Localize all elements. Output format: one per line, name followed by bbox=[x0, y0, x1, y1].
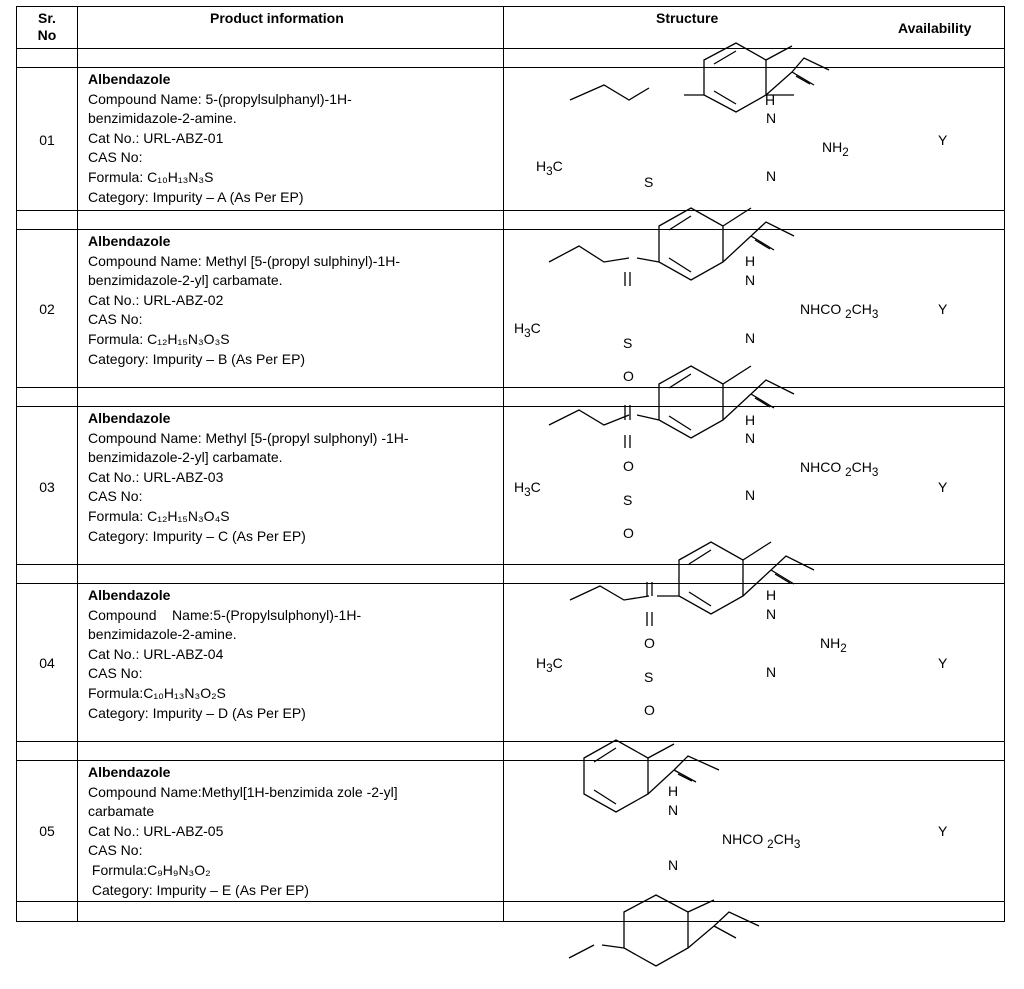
availability-value: Y bbox=[938, 301, 948, 317]
formula: Formula:C₁₀H₁₃N₃O₂S bbox=[88, 684, 226, 701]
structure-drawing bbox=[569, 541, 815, 626]
compound-name-cont: benzimidazole-2-yl] carbamate. bbox=[88, 449, 283, 466]
struct-n2: N bbox=[668, 857, 679, 873]
structure-drawing bbox=[568, 739, 760, 967]
struct-s: S bbox=[623, 335, 633, 351]
product-info: Albendazole Compound Name: 5-(propylsulp… bbox=[88, 70, 498, 207]
struct-group: NHCO 2CH3 bbox=[800, 459, 879, 479]
cas-no: CAS No: bbox=[88, 488, 143, 505]
formula: Formula: C₁₂H₁₅N₃O₃S bbox=[88, 330, 230, 347]
struct-h: H bbox=[766, 587, 777, 603]
category: Category: Impurity – A (As Per EP) bbox=[88, 188, 304, 205]
product-name: Albendazole bbox=[88, 764, 171, 780]
cat-no: Cat No.: URL-ABZ-03 bbox=[88, 468, 224, 485]
struct-h: H bbox=[745, 253, 756, 269]
struct-h: H bbox=[765, 92, 776, 108]
header-sr-no: Sr. No bbox=[37, 10, 57, 43]
compound-name: Compound Name:5-(Propylsulphonyl)-1H- bbox=[88, 606, 362, 623]
row-sr-no: 01 bbox=[39, 132, 55, 148]
struct-group: NH2 bbox=[820, 635, 847, 655]
struct-o1: O bbox=[623, 458, 634, 474]
cat-no: Cat No.: URL-ABZ-01 bbox=[88, 129, 224, 146]
product-name: Albendazole bbox=[88, 587, 171, 603]
struct-h: H bbox=[668, 783, 679, 799]
cas-no: CAS No: bbox=[88, 311, 143, 328]
row-sr-no: 02 bbox=[39, 301, 55, 317]
compound-name: Compound Name: Methyl [5-(propyl sulphon… bbox=[88, 429, 409, 446]
cas-no: CAS No: bbox=[88, 149, 143, 166]
struct-n2: N bbox=[745, 487, 756, 503]
cat-no: Cat No.: URL-ABZ-02 bbox=[88, 291, 224, 308]
structure-drawing bbox=[569, 42, 830, 113]
compound-name: Compound Name: 5-(propylsulphanyl)-1H- bbox=[88, 90, 352, 107]
header-product-information: Product information bbox=[210, 10, 344, 26]
structure-drawing bbox=[548, 365, 795, 448]
struct-o: O bbox=[623, 368, 634, 384]
formula: Formula:C₉H₉N₃O₂ bbox=[88, 861, 211, 878]
category: Category: Impurity – E (As Per EP) bbox=[88, 881, 309, 898]
struct-n1: N bbox=[766, 110, 777, 126]
struct-n1: N bbox=[745, 430, 756, 446]
compound-name: Compound Name:Methyl[1H-benzimida zole -… bbox=[88, 783, 398, 800]
availability-value: Y bbox=[938, 132, 948, 148]
structure-drawing bbox=[548, 207, 795, 286]
row-sr-no: 05 bbox=[39, 823, 55, 839]
struct-o2: O bbox=[644, 702, 655, 718]
cas-no: CAS No: bbox=[88, 665, 143, 682]
struct-group: NH2 bbox=[822, 139, 849, 159]
availability-value: Y bbox=[938, 479, 948, 495]
row-sr-no: 03 bbox=[39, 479, 55, 495]
row-sr-no: 04 bbox=[39, 655, 55, 671]
struct-h3c: H3C bbox=[536, 158, 563, 178]
category: Category: Impurity – C (As Per EP) bbox=[88, 527, 306, 544]
struct-h3c: H3C bbox=[536, 655, 563, 675]
availability-value: Y bbox=[938, 655, 948, 671]
header-availability: Availability bbox=[898, 20, 972, 36]
struct-n1: N bbox=[745, 272, 756, 288]
compound-name-cont: carbamate bbox=[88, 803, 155, 820]
struct-h3c: H3C bbox=[514, 479, 541, 499]
compound-name: Compound Name: Methyl [5-(propyl sulphin… bbox=[88, 252, 401, 269]
product-info: Albendazole Compound Name:Methyl[1H-benz… bbox=[88, 763, 498, 900]
struct-n2: N bbox=[745, 330, 756, 346]
struct-o2: O bbox=[623, 525, 634, 541]
struct-s: S bbox=[644, 174, 654, 190]
struct-h: H bbox=[745, 412, 756, 428]
struct-n2: N bbox=[766, 664, 777, 680]
product-name: Albendazole bbox=[88, 410, 171, 426]
header-structure: Structure bbox=[656, 10, 719, 26]
category: Category: Impurity – D (As Per EP) bbox=[88, 704, 306, 721]
product-info: Albendazole Compound Name: Methyl [5-(pr… bbox=[88, 232, 498, 369]
cat-no: Cat No.: URL-ABZ-04 bbox=[88, 645, 224, 662]
product-info: Albendazole Compound Name: Methyl [5-(pr… bbox=[88, 409, 498, 546]
product-name: Albendazole bbox=[88, 71, 171, 87]
struct-h3c: H3C bbox=[514, 320, 541, 340]
product-name: Albendazole bbox=[88, 233, 171, 249]
struct-group: NHCO 2CH3 bbox=[722, 831, 801, 851]
compound-name-cont: benzimidazole-2-amine. bbox=[88, 626, 237, 643]
compound-name-cont: benzimidazole-2-yl] carbamate. bbox=[88, 272, 283, 289]
struct-n1: N bbox=[668, 802, 679, 818]
compound-name-cont: benzimidazole-2-amine. bbox=[88, 110, 237, 127]
struct-o1: O bbox=[644, 635, 655, 651]
struct-s: S bbox=[644, 669, 654, 685]
formula: Formula: C₁₀H₁₃N₃S bbox=[88, 168, 214, 185]
struct-group: NHCO 2CH3 bbox=[800, 301, 879, 321]
formula: Formula: C₁₂H₁₅N₃O₄S bbox=[88, 507, 230, 524]
struct-n2: N bbox=[766, 168, 777, 184]
availability-value: Y bbox=[938, 823, 948, 839]
struct-s: S bbox=[623, 492, 633, 508]
product-info: Albendazole Compound Name:5-(Propylsulph… bbox=[88, 586, 498, 723]
struct-n1: N bbox=[766, 606, 777, 622]
category: Category: Impurity – B (As Per EP) bbox=[88, 350, 306, 367]
cas-no: CAS No: bbox=[88, 842, 143, 859]
cat-no: Cat No.: URL-ABZ-05 bbox=[88, 822, 224, 839]
